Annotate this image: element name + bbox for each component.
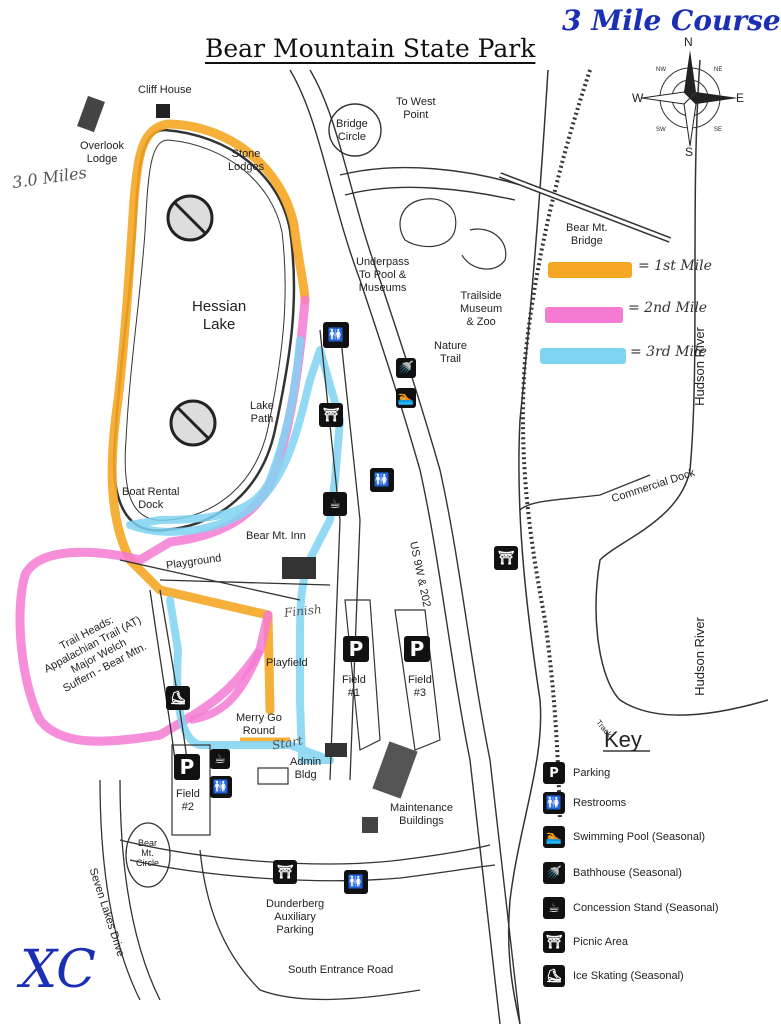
label-trailside: Trailside Museum & Zoo [460,290,503,328]
label-south-entrance: South Entrance Road [288,964,394,976]
picnic-icon: ⛩ [494,546,518,570]
picnic-icon: ⛩ [273,860,297,884]
key-label: Parking [573,767,611,779]
legend-mile2-label: = 2nd Mile [628,300,708,316]
restroom-icon: 🚻 [323,322,349,348]
label-overlook-lodge: Overlook Lodge [80,140,125,165]
overlook-lodge-bldg [77,95,105,133]
label-bridge-circle: Bridge Circle [336,118,368,143]
concession-icon: ☕ [210,749,230,769]
ice-skating-icon: ⛸ [166,686,190,710]
course-mile-1 [107,119,310,715]
label-to-west-point: To West Point [396,96,436,121]
compass-ne: NE [714,67,723,73]
key-row-bathhouse: 🚿 Bathhouse (Seasonal) [543,862,682,884]
compass-n: N [684,35,693,49]
label-field2: Field #2 [176,788,200,813]
picnic-icon: ⛩ [543,931,565,953]
label-underpass: Underpass To Pool & Museums [356,256,410,294]
label-hudson-river-2: Hudson River [691,617,707,696]
label-nature-trail: Nature Trail [434,340,468,365]
course-mile-3 [126,336,344,764]
label-bear-mt-circle: Bear Mt. Circle [136,838,160,868]
compass-w: W [632,91,644,105]
key-row-picnic: ⛩ Picnic Area [543,931,628,953]
label-boat-rental: Boat Rental Dock [122,486,180,511]
key-label: Bathhouse (Seasonal) [573,867,682,879]
no-swimming-sign-2 [169,399,217,447]
legend-mile1-label: = 1st Mile [638,258,712,274]
key-row-swimming: 🏊 Swimming Pool (Seasonal) [543,826,705,848]
legend-swatch-mile3 [540,348,626,364]
key-label: Ice Skating (Seasonal) [573,970,684,982]
bridge-circle [328,103,382,157]
restroom-icon: 🚻 [210,776,232,798]
label-field3: Field #3 [408,674,432,699]
legend-swatch-mile2 [545,307,623,323]
key-label: Restrooms [573,797,627,809]
bathhouse-icon: 🚿 [396,358,416,378]
parking-icon: P [543,762,565,784]
compass-rose [641,50,738,147]
key-label: Concession Stand (Seasonal) [573,902,719,914]
label-stone-lodges: Stone Lodges [228,148,265,173]
legend-swatch-mile1 [548,262,632,278]
compass-e: E [736,91,745,105]
compass-sw: SW [656,127,666,133]
track [257,767,289,785]
label-hessian-lake: Hessian Lake [192,298,247,333]
compass-se: SE [714,127,723,133]
swimming-icon: 🏊 [543,826,565,848]
ice-skating-icon: ⛸ [543,965,565,987]
river-bank-east [595,59,769,716]
concession-icon: ☕ [323,492,347,516]
key-label: Swimming Pool (Seasonal) [573,831,706,843]
label-playfield: Playfield [266,657,308,669]
restroom-icon: 🚻 [344,870,368,894]
bear-mt-circle-road [125,822,171,888]
label-field1: Field #1 [342,674,366,699]
label-merry-go-round: Merry Go Round [236,712,282,737]
railroad [520,69,592,821]
cliff-house-bldg [156,104,170,118]
label-admin-bldg: Admin Bldg [290,756,322,781]
label-maintenance: Maintenance Buildings [390,802,453,827]
key-row-parking: P Parking [543,762,610,784]
legend-mile3-label: = 3rd Mile [630,344,707,360]
key-row-restrooms: 🚻 Restrooms [543,792,626,814]
key-row-concession: ☕ Concession Stand (Seasonal) [543,897,719,919]
xc-annotation: XC [20,940,96,1000]
no-swimming-sign-1 [166,194,214,242]
swimming-icon: 🏊 [396,388,416,408]
course-annotation: 3 Mile Course [562,4,781,37]
label-bear-mt-bridge: Bear Mt. Bridge [566,222,608,247]
restroom-icon: 🚻 [543,792,565,814]
map-title: Bear Mountain State Park [205,34,536,63]
key-row-ice-skating: ⛸ Ice Skating (Seasonal) [543,965,684,987]
label-hudson-river-1: Hudson River [691,327,707,406]
bathhouse-icon: 🚿 [543,862,565,884]
picnic-icon: ⛩ [319,403,343,427]
compass-s: S [685,145,694,159]
label-bear-mt-inn: Bear Mt. Inn [246,530,306,542]
key-label: Picnic Area [573,936,629,948]
label-lake-path: Lake Path [250,400,274,425]
route-9w [289,69,501,1024]
key-title: Key [604,727,642,752]
parking-icon: P [343,636,369,662]
river-bank-west [507,69,549,1024]
label-cliff-house: Cliff House [138,84,192,96]
compass-nw: NW [656,67,666,73]
parking-icon: P [174,754,200,780]
concession-icon: ☕ [543,897,565,919]
restroom-icon: 🚻 [370,468,394,492]
label-dunderberg: Dunderberg Auxiliary Parking [266,898,325,936]
parking-icon: P [404,636,430,662]
